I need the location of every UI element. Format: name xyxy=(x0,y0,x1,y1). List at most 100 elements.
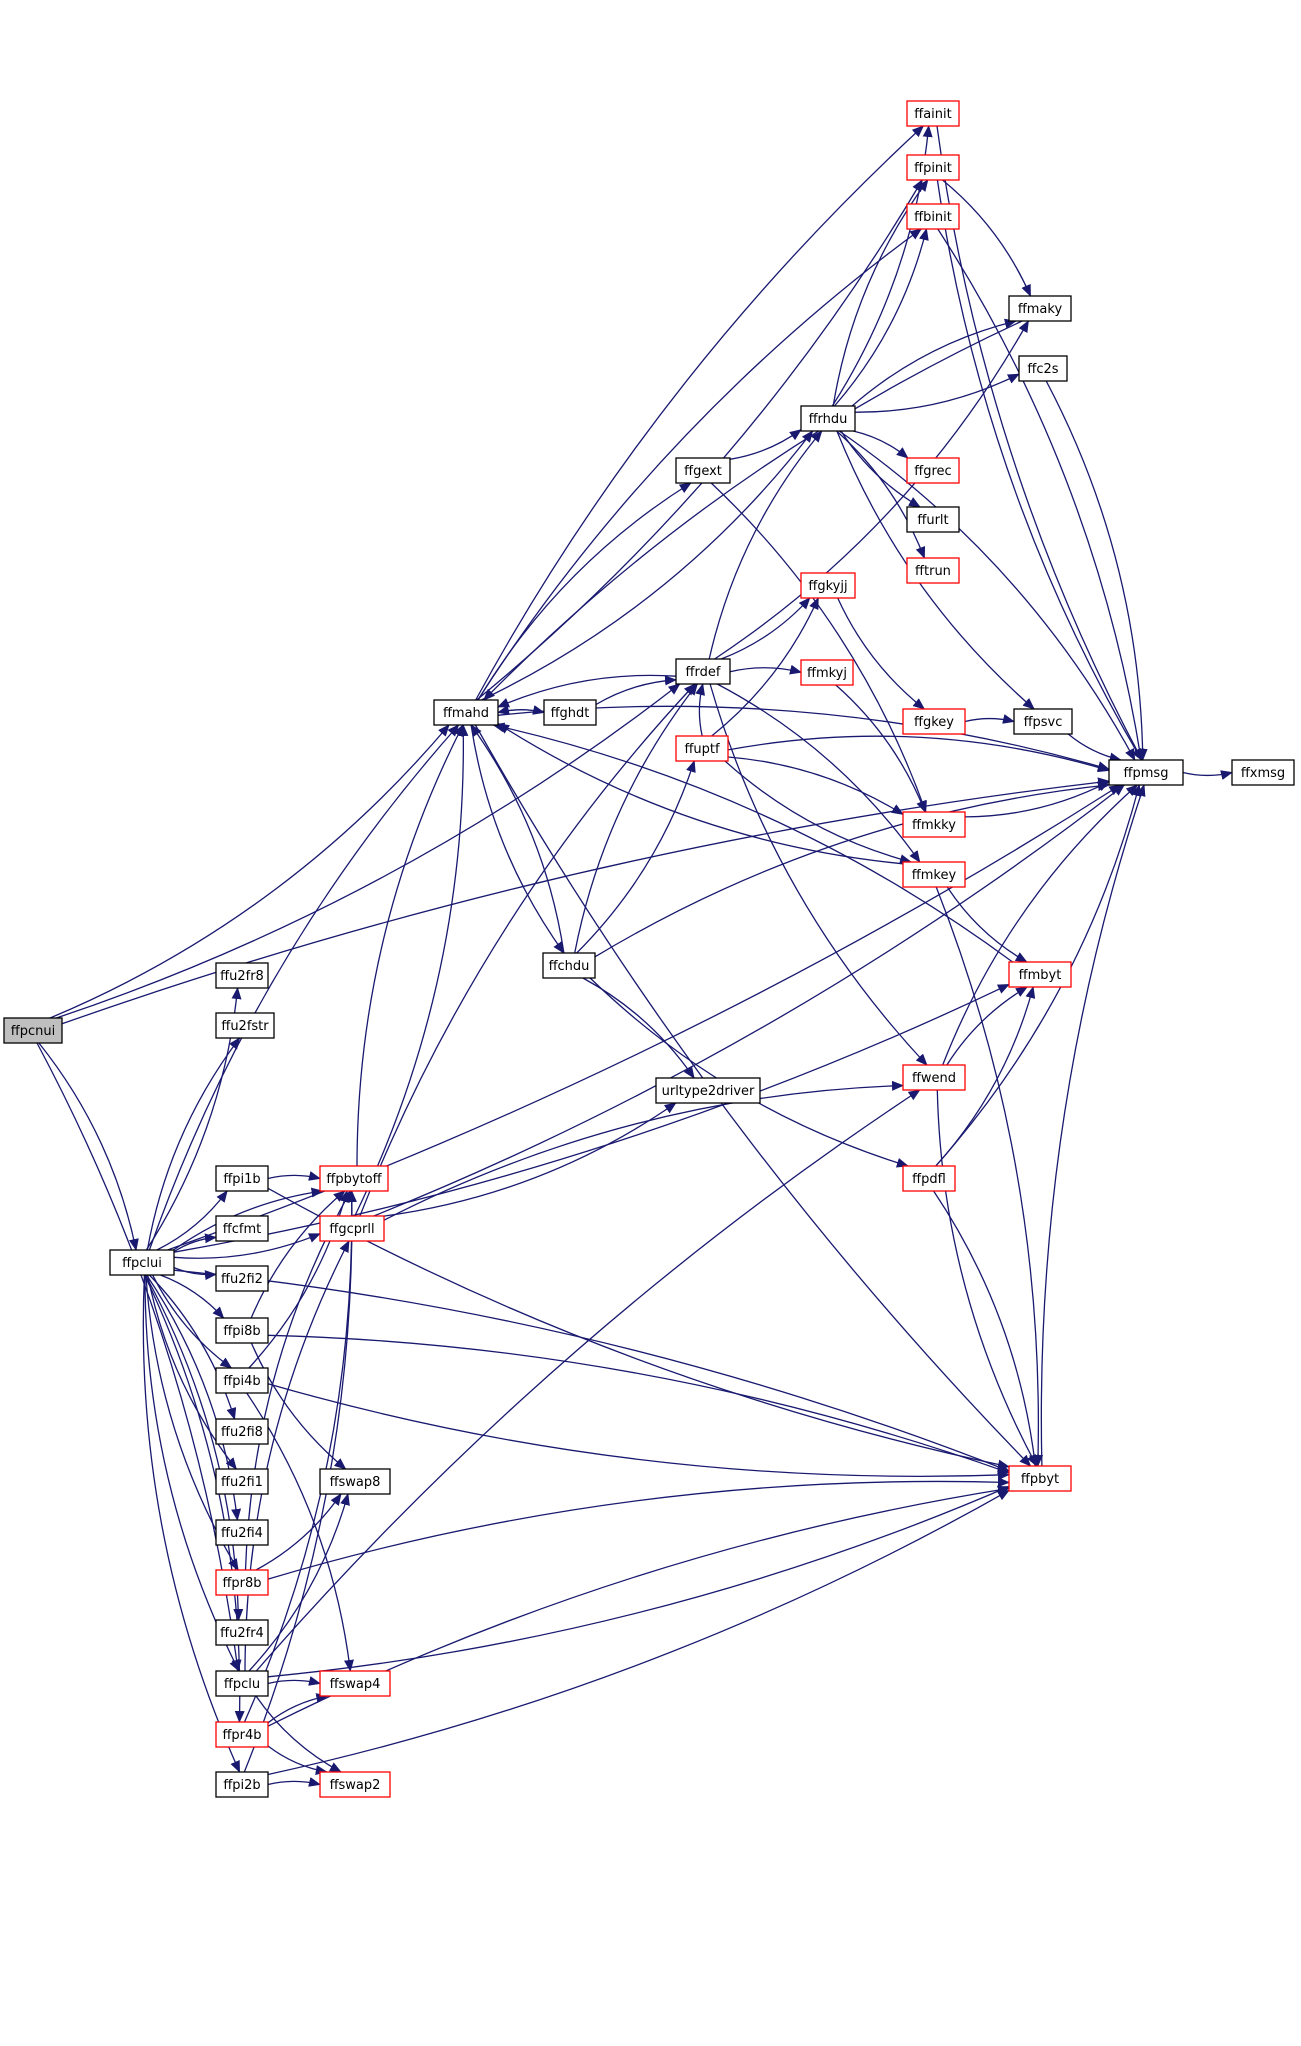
node-ffmaky[interactable]: ffmaky xyxy=(1008,295,1072,322)
node-ffuptf[interactable]: ffuptf xyxy=(675,735,729,762)
node-ffu2fi1[interactable]: ffu2fi1 xyxy=(215,1468,269,1495)
node-ffpr4b[interactable]: ffpr4b xyxy=(215,1721,269,1748)
node-ffswap8[interactable]: ffswap8 xyxy=(319,1468,391,1495)
node-box xyxy=(319,1468,391,1495)
edge-line xyxy=(727,735,1110,773)
edge-line xyxy=(38,1042,139,1251)
node-ffcfmt[interactable]: ffcfmt xyxy=(215,1215,269,1242)
node-label: ffpsvc xyxy=(1024,715,1063,730)
edge-line xyxy=(142,1274,241,1773)
edge-ffpclu-to-ffswap2 xyxy=(255,1695,342,1773)
node-ffpinit[interactable]: ffpinit xyxy=(906,154,960,181)
edge-ffuptf-to-ffrdef xyxy=(695,683,705,737)
node-ffbinit[interactable]: ffbinit xyxy=(906,203,960,230)
edge-ffpclui-to-ffpi8b xyxy=(160,1274,225,1319)
node-ffu2fstr[interactable]: ffu2fstr xyxy=(215,1012,275,1039)
node-ffurlt[interactable]: ffurlt xyxy=(906,506,960,533)
node-ffmkyj[interactable]: ffmkyj xyxy=(800,659,854,686)
node-label: urltype2driver xyxy=(662,1084,755,1099)
node-ffpclui[interactable]: ffpclui xyxy=(109,1249,175,1276)
node-ffpi1b[interactable]: ffpi1b xyxy=(215,1165,269,1192)
node-fftrun[interactable]: fftrun xyxy=(906,557,960,584)
edge-ffpi8b-to-ffpbytoff xyxy=(250,1190,346,1319)
edge-line xyxy=(244,1240,350,1672)
node-ffpclu[interactable]: ffpclu xyxy=(215,1670,269,1697)
node-ffpsvc[interactable]: ffpsvc xyxy=(1013,708,1073,735)
node-ffchdu[interactable]: ffchdu xyxy=(542,952,596,979)
node-ffswap4[interactable]: ffswap4 xyxy=(319,1670,391,1697)
node-ffgrec[interactable]: ffgrec xyxy=(906,457,960,484)
edge-line xyxy=(248,1190,349,1369)
edge-ffpbyt-to-ffpmsg xyxy=(1040,784,1146,1467)
edge-line xyxy=(729,664,802,675)
node-ffghdt[interactable]: ffghdt xyxy=(543,699,597,726)
edge-line xyxy=(711,597,819,737)
node-box xyxy=(543,699,597,726)
edge-line xyxy=(727,756,904,815)
node-box xyxy=(215,1165,269,1192)
edge-line xyxy=(497,705,545,715)
edge-ffgcprll-to-ffrdef xyxy=(359,683,696,1217)
node-ffainit[interactable]: ffainit xyxy=(906,100,960,127)
node-box xyxy=(542,952,596,979)
node-ffu2fi8[interactable]: ffu2fi8 xyxy=(215,1418,269,1445)
edge-ffpi2b-to-ffpbyt xyxy=(267,1489,1010,1776)
node-ffmkky[interactable]: ffmkky xyxy=(902,811,966,838)
node-ffswap2[interactable]: ffswap2 xyxy=(319,1771,391,1798)
edge-ffpclui-to-ffpclu xyxy=(144,1274,240,1672)
edge-line xyxy=(255,1695,342,1773)
node-label: ffgkey xyxy=(914,715,954,730)
node-label: ffmkky xyxy=(912,818,956,833)
node-ffpi8b[interactable]: ffpi8b xyxy=(215,1317,269,1344)
node-ffgkey[interactable]: ffgkey xyxy=(902,708,966,735)
node-ffpdfl[interactable]: ffpdfl xyxy=(902,1165,956,1192)
node-ffxmsg[interactable]: ffxmsg xyxy=(1231,759,1295,786)
node-ffpmsg[interactable]: ffpmsg xyxy=(1108,759,1184,786)
node-ffpi4b[interactable]: ffpi4b xyxy=(215,1367,269,1394)
node-ffu2fr4[interactable]: ffu2fr4 xyxy=(215,1619,269,1646)
node-box xyxy=(215,1670,269,1697)
node-ffu2fi2[interactable]: ffu2fi2 xyxy=(215,1265,269,1292)
edge-ffrdef-to-ffwend xyxy=(709,683,928,1066)
edge-line xyxy=(147,1274,237,1470)
edge-ffmkey-to-ffmbyt xyxy=(946,886,1028,963)
node-label: ffpi8b xyxy=(223,1324,260,1339)
node-box xyxy=(902,861,966,888)
node-ffrdef[interactable]: ffrdef xyxy=(675,658,731,685)
node-ffpbytoff[interactable]: ffpbytoff xyxy=(319,1165,389,1192)
node-ffgext[interactable]: ffgext xyxy=(675,457,731,484)
node-label: ffgrec xyxy=(914,464,951,479)
node-ffpr8b[interactable]: ffpr8b xyxy=(215,1569,269,1596)
node-ffmkey[interactable]: ffmkey xyxy=(902,861,966,888)
node-ffrhdu[interactable]: ffrhdu xyxy=(800,405,856,432)
edge-ffpclu-to-ffwend xyxy=(255,1089,921,1672)
node-urltype2driver[interactable]: urltype2driver xyxy=(655,1077,761,1104)
node-ffpbyt[interactable]: ffpbyt xyxy=(1008,1465,1072,1492)
node-ffc2s[interactable]: ffc2s xyxy=(1018,355,1068,382)
node-ffpi2b[interactable]: ffpi2b xyxy=(215,1771,269,1798)
node-label: ffpi2b xyxy=(223,1778,260,1793)
edge-line xyxy=(589,977,909,1168)
edge-line xyxy=(946,986,1028,1066)
edge-ffmbyt-to-ffmahd xyxy=(492,722,1013,963)
edge-ffpclui-to-ffpbytoff xyxy=(173,1187,324,1251)
edge-ffpr8b-to-ffpbyt xyxy=(267,1477,1010,1580)
node-ffu2fr8[interactable]: ffu2fr8 xyxy=(215,962,269,989)
node-box xyxy=(675,457,731,484)
node-ffgkyjj[interactable]: ffgkyjj xyxy=(800,572,856,599)
edge-line xyxy=(837,597,926,710)
edge-line xyxy=(1040,784,1146,1467)
node-box xyxy=(902,1165,956,1192)
node-ffpcnui: ffpcnui xyxy=(3,1017,63,1044)
node-ffmahd[interactable]: ffmahd xyxy=(433,699,499,726)
node-ffgcprll[interactable]: ffgcprll xyxy=(319,1215,385,1242)
edge-line xyxy=(383,1080,904,1221)
edges-layer xyxy=(36,125,1233,1787)
edge-ffghdt-to-ffrdef xyxy=(595,675,677,706)
node-box xyxy=(215,1215,269,1242)
edge-ffrhdu-to-ffgrec xyxy=(853,430,909,459)
node-ffmbyt[interactable]: ffmbyt xyxy=(1008,961,1072,988)
node-ffwend[interactable]: ffwend xyxy=(902,1064,966,1091)
node-label: ffxmsg xyxy=(1241,766,1285,781)
node-ffu2fi4[interactable]: ffu2fi4 xyxy=(215,1519,269,1546)
